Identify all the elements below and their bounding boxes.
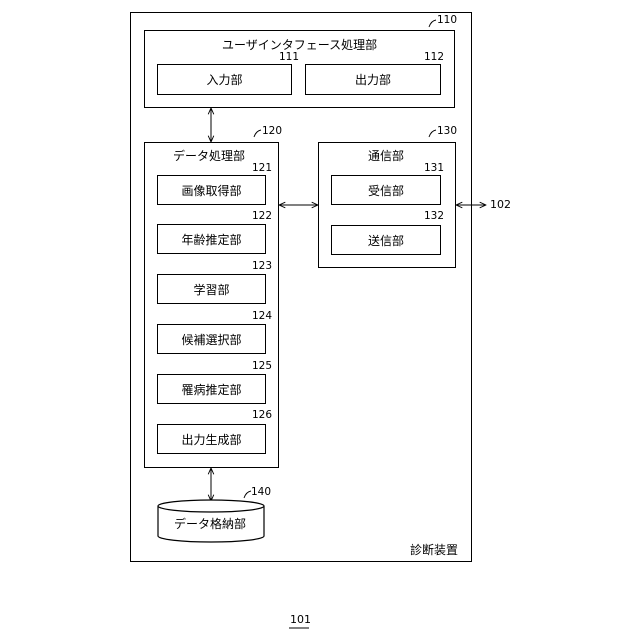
ui-processing-label: ユーザインタフェース処理部 <box>222 36 377 53</box>
candidate-selection-box: 候補選択部 <box>157 324 266 354</box>
data-processing-ref: 120 <box>262 125 282 137</box>
receive-unit-label: 受信部 <box>368 182 404 199</box>
receive-unit-ref: 131 <box>424 162 444 174</box>
external-ref: 102 <box>490 198 511 211</box>
output-generation-ref: 126 <box>252 409 272 421</box>
candidate-selection-label: 候補選択部 <box>181 331 241 348</box>
diagnosis-device-label: 診断装置 <box>410 541 458 558</box>
storage-label: データ格納部 <box>174 515 246 532</box>
image-acquisition-ref: 121 <box>252 162 272 174</box>
age-estimation-box: 年齢推定部 <box>157 224 266 254</box>
output-unit-ref: 112 <box>424 51 444 63</box>
figure-ref: 101 <box>290 613 311 626</box>
communication-ref: 130 <box>437 125 457 137</box>
learning-box: 学習部 <box>157 274 266 304</box>
learning-label: 学習部 <box>193 281 229 298</box>
output-unit-box: 出力部 <box>305 64 441 95</box>
ui-processing-ref: 110 <box>437 14 457 26</box>
image-acquisition-box: 画像取得部 <box>157 175 266 205</box>
storage-ref: 140 <box>251 486 271 498</box>
send-unit-label: 送信部 <box>368 232 404 249</box>
disease-estimation-ref: 125 <box>252 360 272 372</box>
output-generation-label: 出力生成部 <box>181 431 241 448</box>
disease-estimation-label: 罹病推定部 <box>181 381 241 398</box>
send-unit-box: 送信部 <box>331 225 441 255</box>
input-unit-box: 入力部 <box>157 64 292 95</box>
communication-label: 通信部 <box>368 147 404 164</box>
send-unit-ref: 132 <box>424 210 444 222</box>
image-acquisition-label: 画像取得部 <box>181 182 241 199</box>
age-estimation-ref: 122 <box>252 210 272 222</box>
disease-estimation-box: 罹病推定部 <box>157 374 266 404</box>
output-generation-box: 出力生成部 <box>157 424 266 454</box>
learning-ref: 123 <box>252 260 272 272</box>
input-unit-label: 入力部 <box>206 71 242 88</box>
output-unit-label: 出力部 <box>355 71 391 88</box>
input-unit-ref: 111 <box>279 51 299 63</box>
receive-unit-box: 受信部 <box>331 175 441 205</box>
data-processing-label: データ処理部 <box>173 147 245 164</box>
age-estimation-label: 年齢推定部 <box>181 231 241 248</box>
candidate-selection-ref: 124 <box>252 310 272 322</box>
